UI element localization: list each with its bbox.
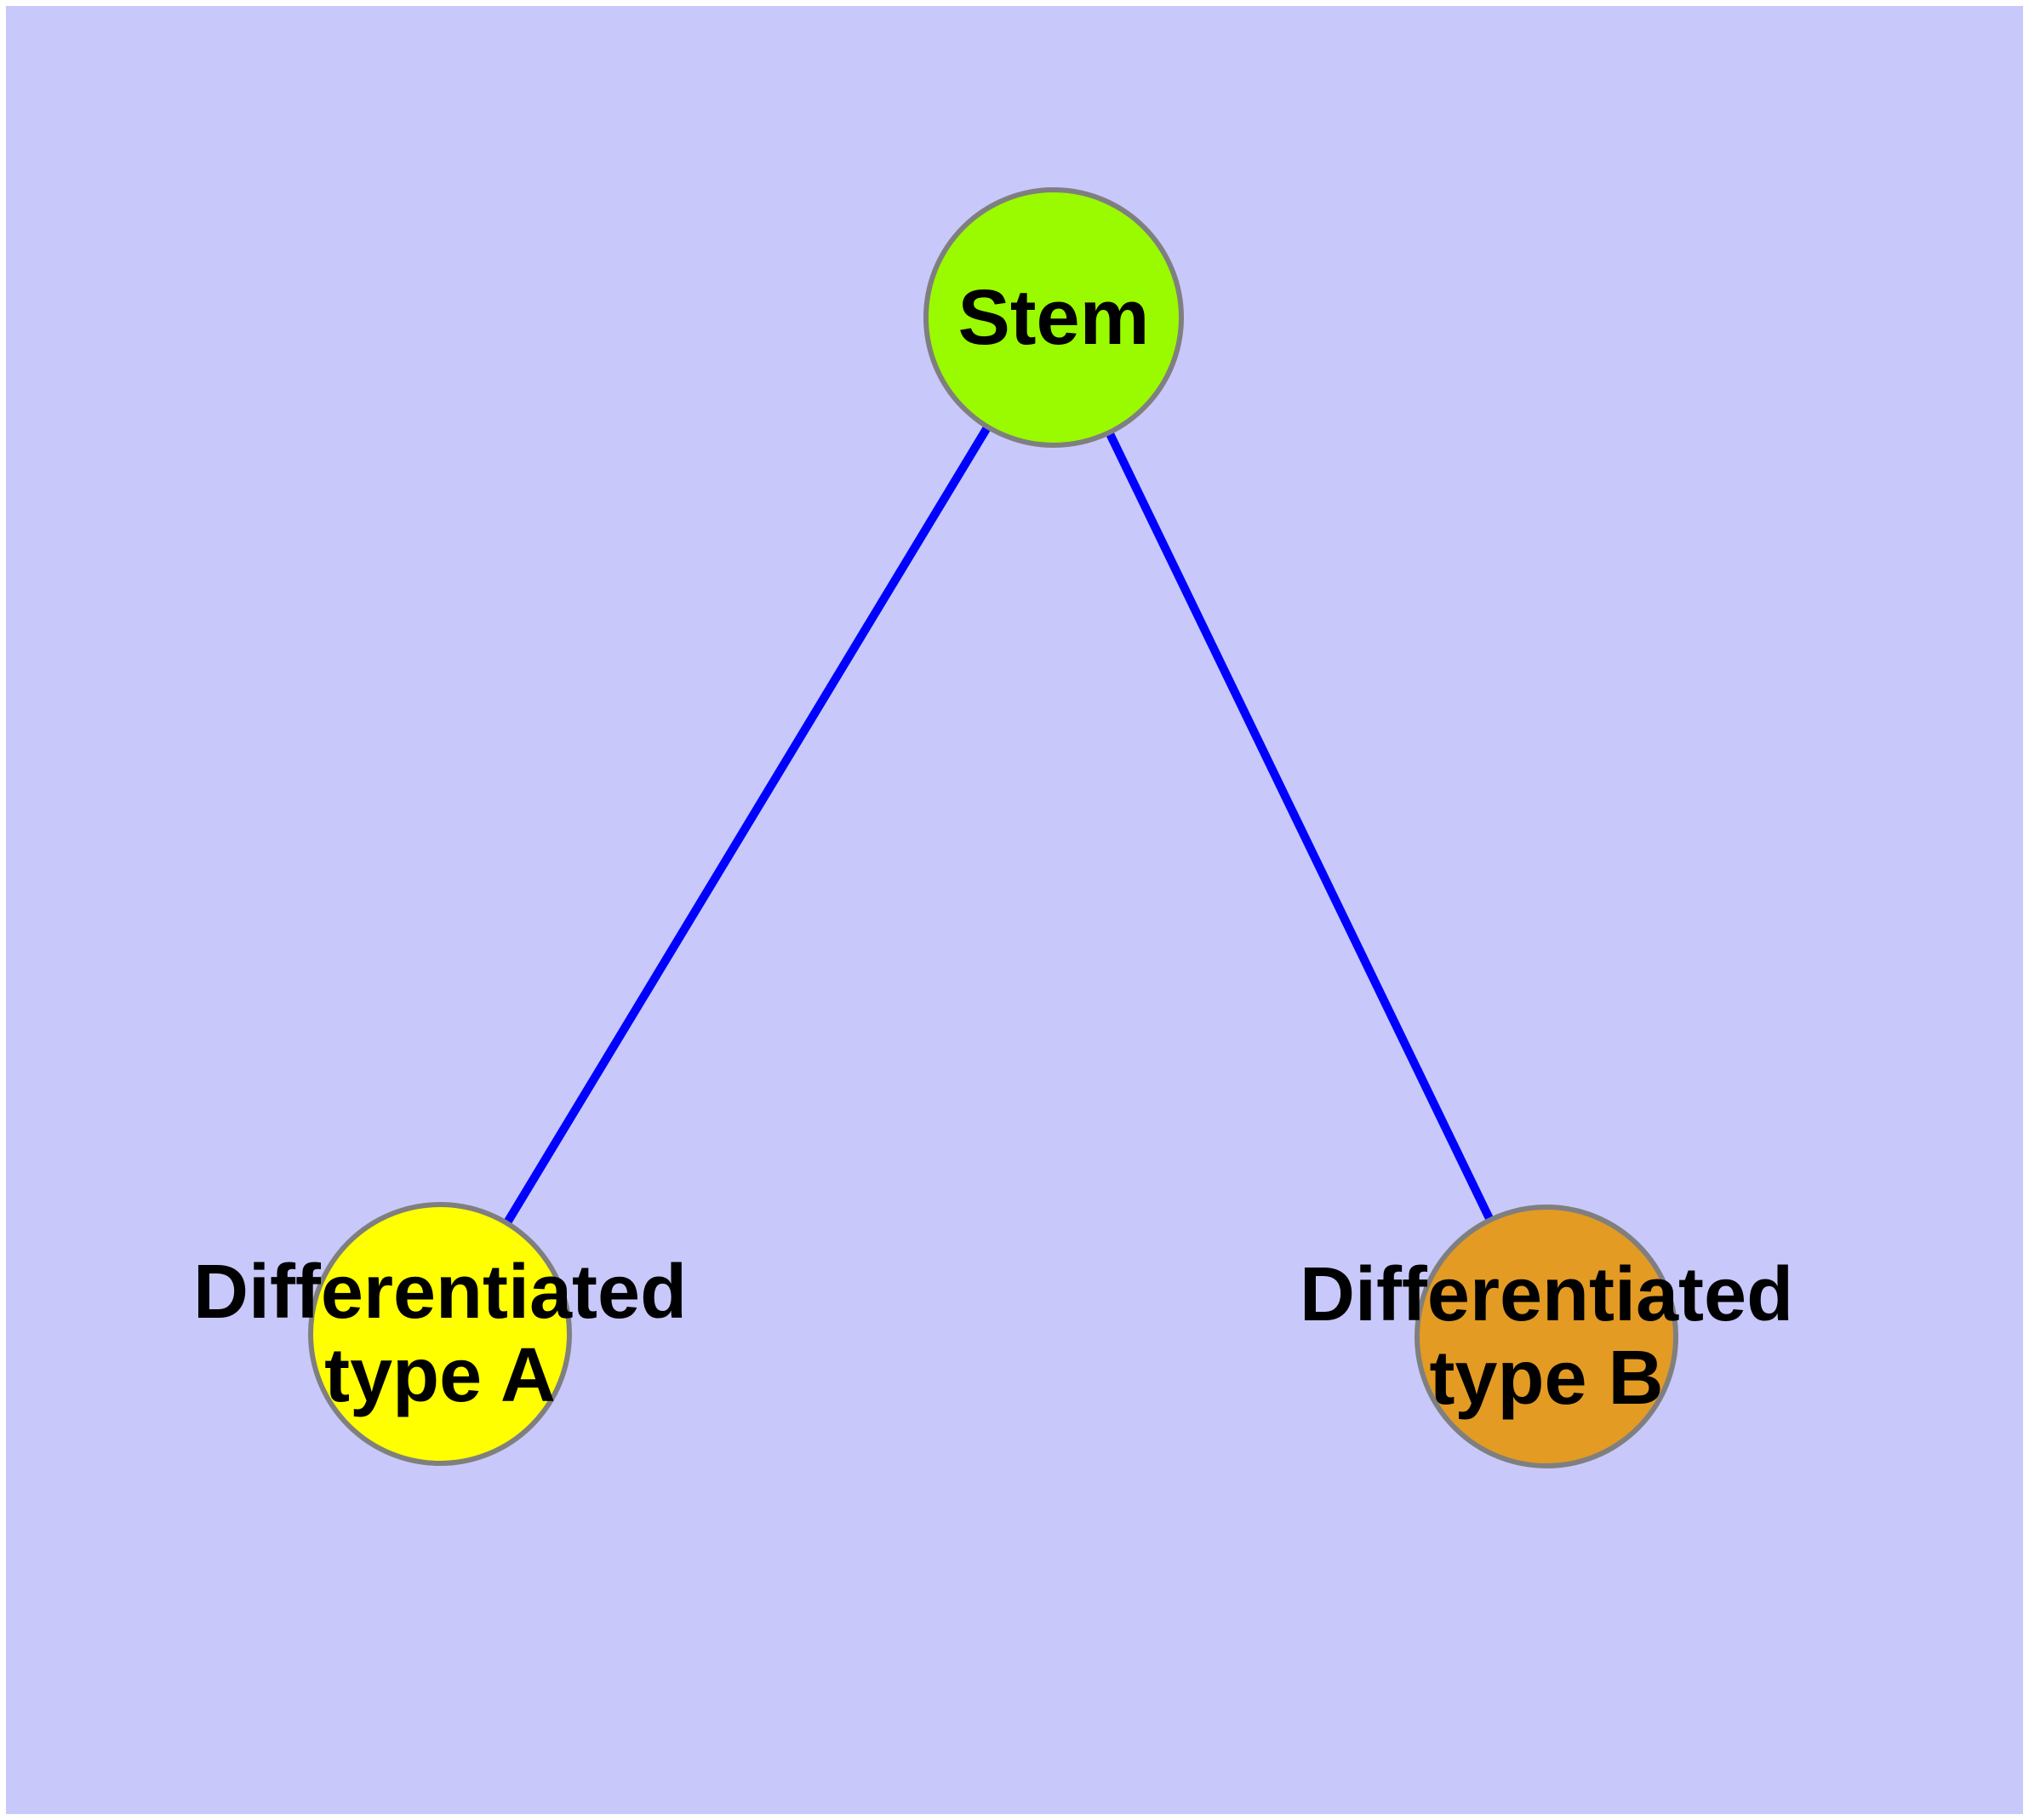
edge-layer: [436, 315, 1551, 1339]
graph-svg: [308, 187, 1678, 1468]
graph-edge[interactable]: [1049, 315, 1551, 1339]
graph-node-stem[interactable]: [923, 187, 1184, 448]
graph-edge[interactable]: [436, 315, 1058, 1336]
node-layer: [308, 187, 1678, 1468]
graph-node-diff_b[interactable]: [1415, 1205, 1678, 1468]
graph-node-diff_a[interactable]: [308, 1202, 572, 1466]
